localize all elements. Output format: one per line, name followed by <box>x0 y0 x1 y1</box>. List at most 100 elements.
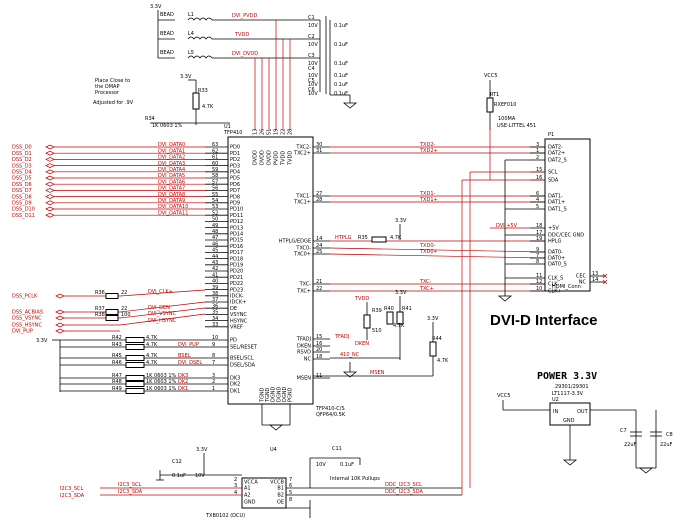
u1-pin-name: VSYNC <box>230 312 247 318</box>
p1-pin-name: DAT1- <box>548 194 563 200</box>
u1-top-pin-num: 13 <box>253 129 259 135</box>
p1-pin-num: 19 <box>536 236 542 242</box>
pullup-val: 4.7K <box>146 342 158 348</box>
u1-pin-num: 57 <box>212 179 218 185</box>
u4-pin-name: B2 <box>277 493 284 499</box>
p1-pin-num: 2 <box>536 155 539 161</box>
u1-pin-name: TXC1+ <box>293 200 311 206</box>
svg-text:C12: C12 <box>172 459 182 465</box>
u1-pin-num: 47 <box>212 235 218 241</box>
u4-pin-name: OE <box>277 500 284 506</box>
svg-text:0.1uF: 0.1uF <box>334 73 348 79</box>
svg-text:10V: 10V <box>195 473 205 479</box>
bead-l5: BEAD L5 DVI_DVDD <box>160 50 320 59</box>
u1-pin-num: 58 <box>212 173 218 179</box>
svg-text:C11: C11 <box>332 446 342 452</box>
u1-bottom-pin-name: DGND <box>276 387 282 402</box>
svg-text:4.7K: 4.7K <box>393 323 405 329</box>
u1-pin-num: 53 <box>212 204 218 210</box>
dvi-data-label: DVI_DATA11 <box>158 210 188 216</box>
p1-pin-name: DAT2+ <box>548 151 565 157</box>
u4-pin-num: 7 <box>289 477 292 483</box>
pullup-ref: R42 <box>112 335 122 341</box>
svg-text:100MA: 100MA <box>498 116 516 122</box>
power-filter-section: 3.3V BEAD L1 DVI_PVDD BEAD L4 TVDD BEAD … <box>150 4 358 130</box>
u1-pin-name: PD9 <box>230 201 240 207</box>
p1-pin-name: DAT1+ <box>548 200 565 206</box>
u1-pin-num: 22 <box>316 286 322 292</box>
u1-bottom-pin-name: DGND <box>282 387 288 402</box>
p1-pin-name: NC <box>579 280 587 286</box>
u1-pin-name: NC <box>304 357 312 363</box>
u4-pin-num: 6 <box>289 483 292 489</box>
dvi-data-label: DVI_DATA6 <box>158 179 185 185</box>
u1-pin-name: PD8 <box>230 194 240 200</box>
u1-pin-name: PD10 <box>230 207 243 213</box>
svg-text:HDMI_Conn: HDMI_Conn <box>552 284 581 290</box>
dss-net-label: DSS_D0 <box>12 145 32 151</box>
u1-pin-num: 46 <box>212 241 218 247</box>
p1-pin-name: SDA <box>548 178 559 184</box>
dvi-data-label: DVI_DATA9 <box>158 198 185 204</box>
ctrl-res-ref: R38 <box>95 312 105 318</box>
dss-net-label: DSS_D1 <box>12 151 32 157</box>
u1-top-pin-num: 26 <box>260 129 266 135</box>
u1-pin-name: HSYNC <box>230 318 248 324</box>
bead-l1: BEAD L1 DVI_PVDD <box>160 12 320 21</box>
u1-pin-num: 37 <box>212 297 218 303</box>
p1-pin-num: 7 <box>536 253 539 259</box>
p1-pin-name: DAT1_S <box>548 207 567 213</box>
decoupling-caps: C1 10V 0.1uF C2 10V 0.1uF C3 10V 0.1uF C… <box>308 15 358 109</box>
svg-text:22uF: 22uF <box>660 442 673 448</box>
u1-bottom-pin-name: TGND <box>260 387 266 403</box>
svg-text:0.1uF: 0.1uF <box>340 462 354 468</box>
p1-body <box>544 138 591 292</box>
svg-text:22uF: 22uF <box>624 442 637 448</box>
svg-text:R34: R34 <box>145 116 155 122</box>
svg-text:R44: R44 <box>432 336 442 342</box>
u4-pin-name: GND <box>244 500 256 506</box>
dvi-data-label: DVI_DATA2 <box>158 155 185 161</box>
u1-right-pins: 30TXC2-31TXC2+27TXC1-28TXC1+14HTPLG/EDGE… <box>279 142 330 382</box>
svg-text:GND: GND <box>563 418 575 424</box>
dvi-data-label: DVI_DATA5 <box>158 173 185 179</box>
u1-bottom-pin-name: DGND <box>271 387 277 402</box>
u4-level-shifter: 3.3V C12 0.1uF 10V U4 VCCA2A13A24GNDVCCB… <box>156 171 545 519</box>
u1-pin-num: 62 <box>212 148 218 154</box>
svg-text:C1: C1 <box>308 15 315 21</box>
svg-text:0.1uF: 0.1uF <box>334 91 348 97</box>
u1-pin-name: PD12 <box>230 219 243 225</box>
tfadj-dken-section: TVDD 3.3V R39 510 R40 R41 4.7K TFADJ DKE… <box>330 290 412 378</box>
u1-pin-num: 9 <box>212 342 215 348</box>
p1-pin-num: 5 <box>536 204 539 210</box>
svg-text:10V: 10V <box>316 462 326 468</box>
pullup-ref: R48 <box>112 379 122 385</box>
svg-text:3.3V: 3.3V <box>395 290 407 296</box>
htplg-net: HTPLG R35 4.7K 3.3V <box>335 218 407 243</box>
svg-text:3.3V: 3.3V <box>427 316 439 322</box>
ground-symbol <box>342 371 358 378</box>
svg-text:BEAD: BEAD <box>160 31 174 37</box>
u1-pin-num: 49 <box>212 223 218 229</box>
pullup-val: 4.7K <box>146 353 158 359</box>
u4-pin-name: A1 <box>244 486 251 492</box>
svg-text:Internal 10K Pullups: Internal 10K Pullups <box>330 476 380 482</box>
p1-pin-num: 13 <box>592 271 598 277</box>
p1-pin-name: CEC <box>576 274 587 280</box>
p1-pin-num: 4 <box>536 197 539 203</box>
svg-text:4.7K: 4.7K <box>202 104 214 110</box>
svg-text:BEAD: BEAD <box>160 50 174 56</box>
ground-symbol <box>268 424 284 431</box>
u1-top-pin-name: TVDD <box>281 151 287 166</box>
u1-pin-name: DE <box>230 306 237 312</box>
svg-text:Adjusted for .9V: Adjusted for .9V <box>93 100 134 106</box>
u1-pin-num: 20 <box>316 347 322 353</box>
pullup-val: 1K 0603 1% <box>146 379 177 385</box>
supply-3v3-left: 3.3V <box>36 338 48 344</box>
ctrl-res-ref: R36 <box>95 290 105 296</box>
ctrl-res-ref: R37 <box>95 306 105 312</box>
svg-text:0.1uF: 0.1uF <box>334 61 348 67</box>
ctrl-net-label: DSS_VSYNC <box>12 316 42 322</box>
